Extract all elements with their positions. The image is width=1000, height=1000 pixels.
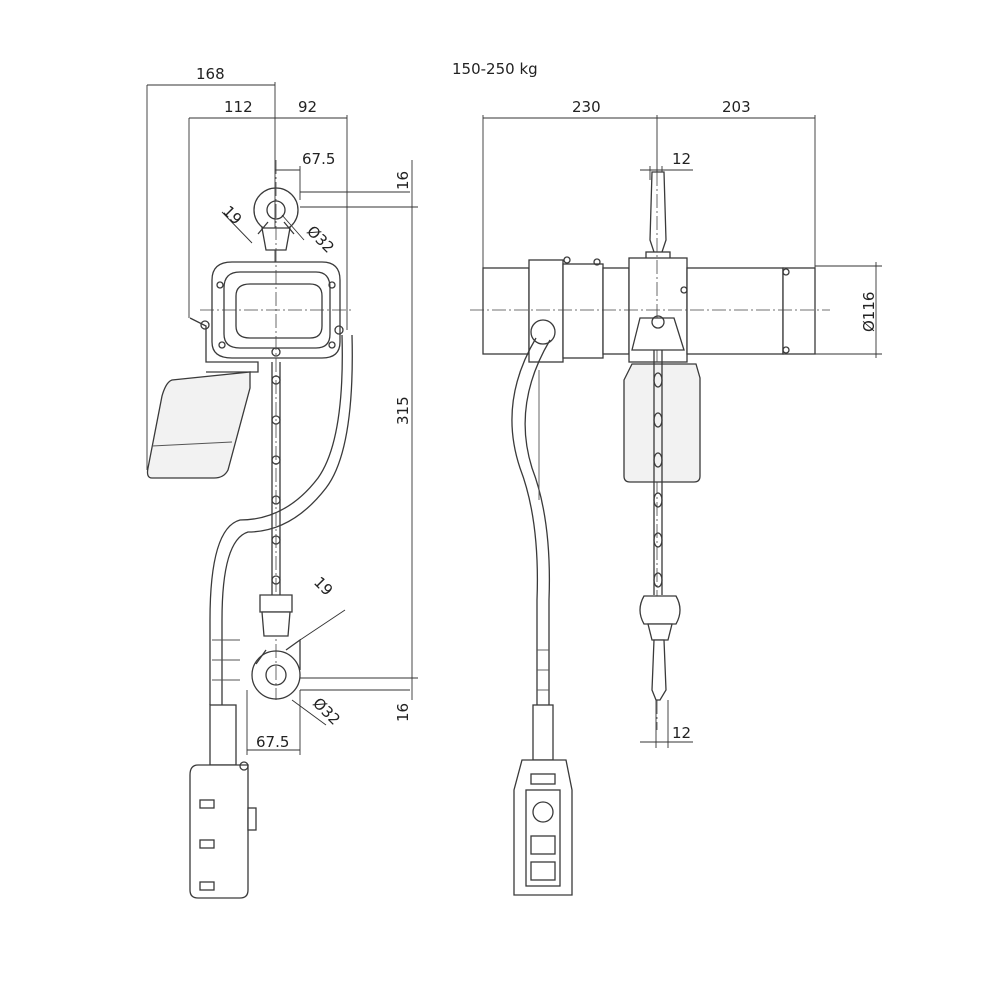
- dim-width-left: 112: [224, 98, 253, 116]
- front-dimension-lines: [482, 115, 882, 748]
- front-top-hook: [645, 171, 671, 273]
- dim-left-length: 230: [572, 98, 601, 116]
- dim-hook-dia-top: Ø32: [303, 222, 338, 257]
- dim-width-total: 168: [196, 65, 225, 83]
- front-chain: [653, 350, 663, 595]
- front-bottom-hook: [639, 595, 681, 701]
- side-dimension-lines: [146, 82, 418, 755]
- side-top-hook: [253, 187, 299, 251]
- dim-hook-width-top: 12: [672, 150, 691, 168]
- dim-hook-offset-top: 67.5: [302, 150, 335, 168]
- dim-motor-dia: Ø116: [860, 292, 878, 332]
- dim-hook-dia-bottom: Ø32: [309, 694, 344, 729]
- dim-hook-gap-top: 16: [394, 171, 412, 190]
- front-hoist-body: [470, 150, 830, 730]
- side-pendant: [189, 704, 257, 899]
- dim-right-length: 203: [722, 98, 751, 116]
- side-chain-bag: [146, 371, 251, 479]
- front-pendant: [513, 704, 573, 896]
- dim-hook-throat-bottom: 19: [310, 573, 336, 599]
- dim-hook-offset-bottom: 67.5: [256, 733, 289, 751]
- side-cable: [209, 334, 353, 705]
- dim-hook-throat-top: 19: [219, 202, 245, 228]
- side-view: 168 112 92 67.5 16 19 Ø32 315 19 Ø32 16 …: [146, 65, 418, 899]
- side-chain: [271, 362, 281, 595]
- front-cable: [511, 319, 556, 705]
- dim-hook-width-bottom: 12: [672, 724, 691, 742]
- side-bottom-hook: [251, 594, 301, 700]
- dim-hook-gap-bottom: 16: [394, 703, 412, 722]
- dim-height: 315: [394, 396, 412, 425]
- capacity-title: 150-250 kg: [452, 60, 538, 78]
- front-view: 230 203 12 Ø116 12: [470, 98, 882, 896]
- dim-width-right: 92: [298, 98, 317, 116]
